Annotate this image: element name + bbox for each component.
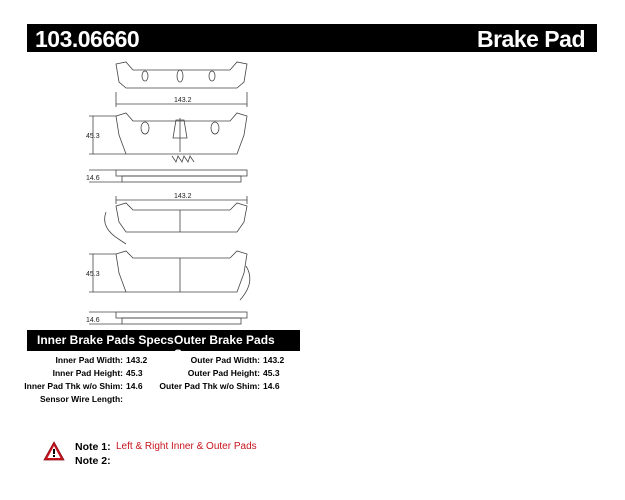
width-label-bottom: 143.2 [174,193,192,200]
spec-label: Inner Pad Width: [55,355,123,365]
sensor-wire [239,265,251,301]
spec-value [123,393,126,406]
pad-friction-layer-top [121,175,242,183]
pad-top-hole-left [141,70,149,82]
height-label-bottom: 45.3 [86,271,100,278]
pad-inner-back [115,112,248,155]
specs-header: Inner Brake Pads Specs Outer Brake Pads … [27,330,300,361]
spec-row: Inner Pad Width: 143.2 [20,354,148,367]
spec-value: 45.3 [126,368,143,378]
width-label-top: 143.2 [174,97,192,104]
inner-specs-title: Inner Brake Pads Specs [37,333,174,347]
header-bar: 103.06660 Brake Pad [27,24,597,52]
spec-label: Outer Pad Width: [190,355,260,365]
spec-value: 45.3 [263,368,280,378]
spec-row: Sensor Wire Length: [20,393,147,406]
pad-top-plan [115,61,248,89]
note2-label: Note 2: [75,455,111,467]
pad-top-hole-right [208,70,216,82]
shim-clip-left [104,211,127,245]
outer-specs-table: Outer Pad Width: 143.2 Outer Pad Height:… [158,354,284,393]
brake-pad-drawing: 143.2 45.3 14.6 143.2 45.3 14.6 [86,61,251,325]
spec-label: Inner Pad Thk w/o Shim: [24,381,123,391]
spec-label: Outer Pad Thk w/o Shim: [159,381,260,391]
note1-text: Left & Right Inner & Outer Pads [116,441,257,452]
outer-specs-title: Outer Brake Pads Specs [174,333,275,361]
part-number: 103.06660 [35,26,140,52]
inner-specs-table: Inner Pad Width: 143.2 Inner Pad Height:… [20,354,147,406]
spec-value: 143.2 [126,355,148,365]
spec-value: 14.6 [263,381,280,391]
spec-value: 143.2 [263,355,285,365]
pad-side-view-bottom [115,311,248,319]
height-label-top: 45.3 [86,133,100,140]
pad-friction-layer-bottom [121,317,242,325]
spec-label: Outer Pad Height: [187,368,260,378]
note1-label: Note 1: [75,441,111,453]
spec-label: Sensor Wire Length: [39,394,123,404]
spec-row: Inner Pad Height: 45.3 [20,367,147,380]
spec-label: Inner Pad Height: [52,368,123,378]
pad-top-hole-center [176,69,184,83]
thickness-label-top: 14.6 [86,175,100,182]
spec-row: Outer Pad Height: 45.3 [158,367,284,380]
thickness-label-bottom: 14.6 [86,317,100,324]
wear-sensor-clip [171,155,195,163]
pad-outer-front [115,202,248,233]
spec-value: 14.6 [126,381,143,391]
warning-icon [43,441,65,461]
spec-row: Outer Pad Width: 143.2 [158,354,285,367]
spec-row: Inner Pad Thk w/o Shim: 14.6 [20,380,147,393]
spec-row: Outer Pad Thk w/o Shim: 14.6 [158,380,284,393]
pad-outer-back [115,250,248,293]
product-name: Brake Pad [476,26,586,52]
pad-side-view-top [115,169,248,177]
